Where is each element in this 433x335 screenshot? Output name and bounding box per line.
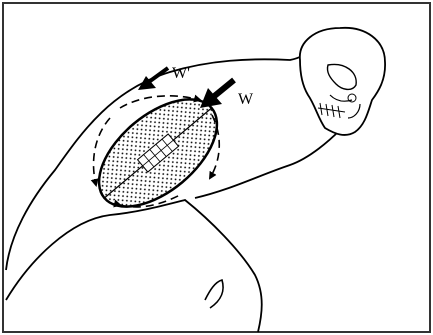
body-outline-front <box>195 130 340 198</box>
skull <box>300 28 385 135</box>
body-outline-leg <box>205 280 223 308</box>
label-w-prime: W' <box>172 65 190 82</box>
label-w: W <box>238 91 254 108</box>
body-outline-hip <box>6 200 262 332</box>
force-arrow-w <box>200 80 234 108</box>
force-arrow-w-prime <box>138 68 168 90</box>
